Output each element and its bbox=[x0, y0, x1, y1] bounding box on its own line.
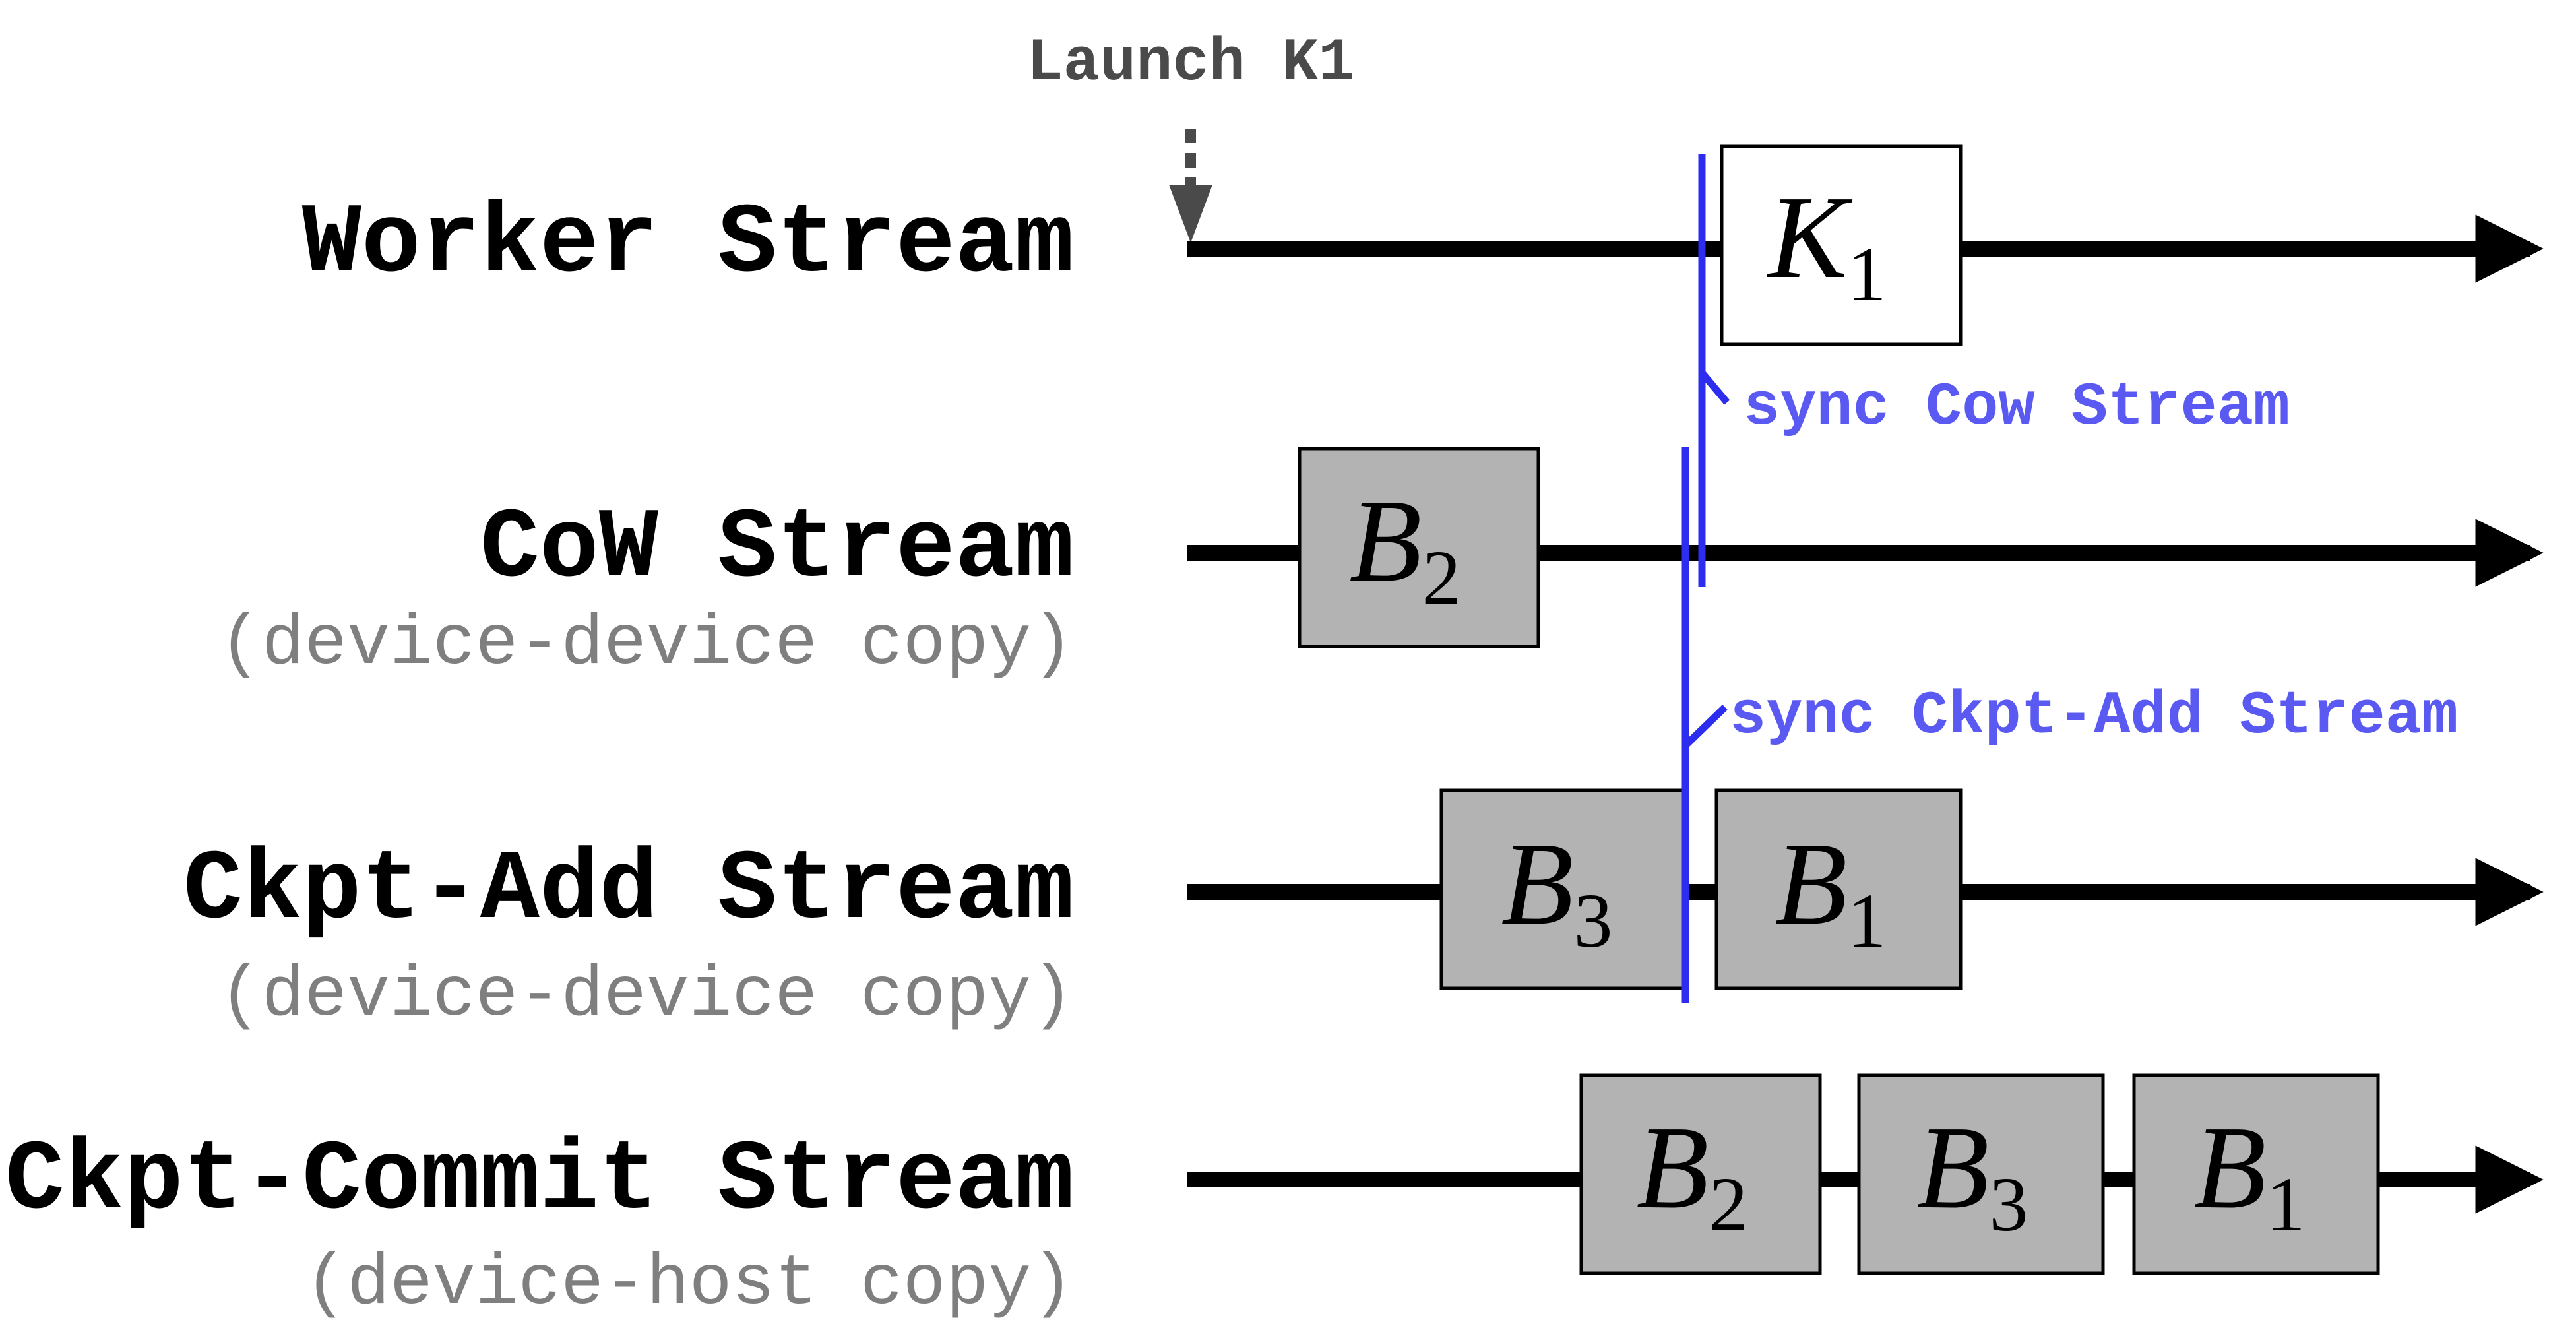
ckpt-add-b1-subscript: 1 bbox=[1847, 877, 1886, 964]
sync-ckpt-add-label: sync Ckpt-Add Stream bbox=[1730, 681, 2458, 751]
sync-cow-label: sync Cow Stream bbox=[1744, 373, 2290, 442]
ckpt-commit-b1-subscript: 1 bbox=[2266, 1161, 2305, 1247]
svg-text:B3: B3 bbox=[1917, 1102, 2028, 1247]
ckpt-commit-b1-letter: B bbox=[2194, 1102, 2267, 1233]
sync-ckpt-add-tick bbox=[1683, 705, 1728, 748]
k1-box bbox=[1720, 144, 1963, 346]
worker-k1-block: K1 bbox=[1720, 144, 1963, 346]
cow-b2-box bbox=[1298, 447, 1540, 648]
ckpt-commit-b2-block: B2 bbox=[1579, 1073, 1822, 1275]
svg-text:B1: B1 bbox=[2194, 1102, 2306, 1247]
svg-text:B2: B2 bbox=[1637, 1102, 1748, 1247]
ckpt-commit-b1-block: B1 bbox=[2132, 1073, 2380, 1275]
worker-stream-label: Worker Stream bbox=[302, 189, 1074, 301]
k1-letter: K bbox=[1766, 172, 1852, 303]
cow-b2-letter: B bbox=[1350, 475, 1422, 606]
ckpt-add-b3-letter: B bbox=[1501, 818, 1574, 949]
cow-b2-subscript: 2 bbox=[1422, 534, 1461, 621]
launch-label: Launch K1 bbox=[1027, 28, 1355, 98]
ckpt-add-stream-sublabel: (device-device copy) bbox=[219, 956, 1074, 1036]
cow-b2-block: B2 bbox=[1298, 447, 1540, 648]
ckpt-commit-b3-subscript: 3 bbox=[1989, 1161, 2028, 1247]
ckpt-add-b3-box bbox=[1439, 788, 1687, 990]
k1-subscript: 1 bbox=[1848, 231, 1887, 317]
ckpt-add-b1-block: B1 bbox=[1714, 788, 1963, 990]
ckpt-commit-b2-box bbox=[1579, 1073, 1822, 1275]
cow-stream-sublabel: (device-device copy) bbox=[219, 604, 1074, 685]
svg-text:B2: B2 bbox=[1350, 475, 1461, 621]
svg-text:B1: B1 bbox=[1775, 818, 1887, 964]
ckpt-commit-b3-letter: B bbox=[1917, 1102, 1990, 1233]
ckpt-commit-b3-block: B3 bbox=[1857, 1073, 2105, 1275]
ckpt-commit-b1-box bbox=[2132, 1073, 2380, 1275]
ckpt-add-stream-label: Ckpt-Add Stream bbox=[183, 835, 1074, 947]
cow-stream-label: CoW Stream bbox=[480, 493, 1074, 606]
ckpt-add-b1-box bbox=[1714, 788, 1963, 990]
launch-arrowhead-icon bbox=[1169, 185, 1212, 243]
ckpt-commit-b2-letter: B bbox=[1637, 1102, 1709, 1233]
ckpt-add-b1-letter: B bbox=[1775, 818, 1848, 949]
ckpt-commit-b2-subscript: 2 bbox=[1709, 1161, 1747, 1247]
ckpt-add-b3-subscript: 3 bbox=[1573, 877, 1612, 964]
sync-cow-tick bbox=[1699, 370, 1730, 405]
ckpt-commit-stream-label: Ckpt-Commit Stream bbox=[5, 1125, 1074, 1238]
svg-text:K1: K1 bbox=[1766, 172, 1886, 317]
ckpt-add-b3-block: B3 bbox=[1439, 788, 1687, 990]
svg-text:B3: B3 bbox=[1501, 818, 1613, 964]
ckpt-commit-b3-box bbox=[1857, 1073, 2105, 1275]
ckpt-commit-stream-sublabel: (device-host copy) bbox=[304, 1244, 1074, 1325]
